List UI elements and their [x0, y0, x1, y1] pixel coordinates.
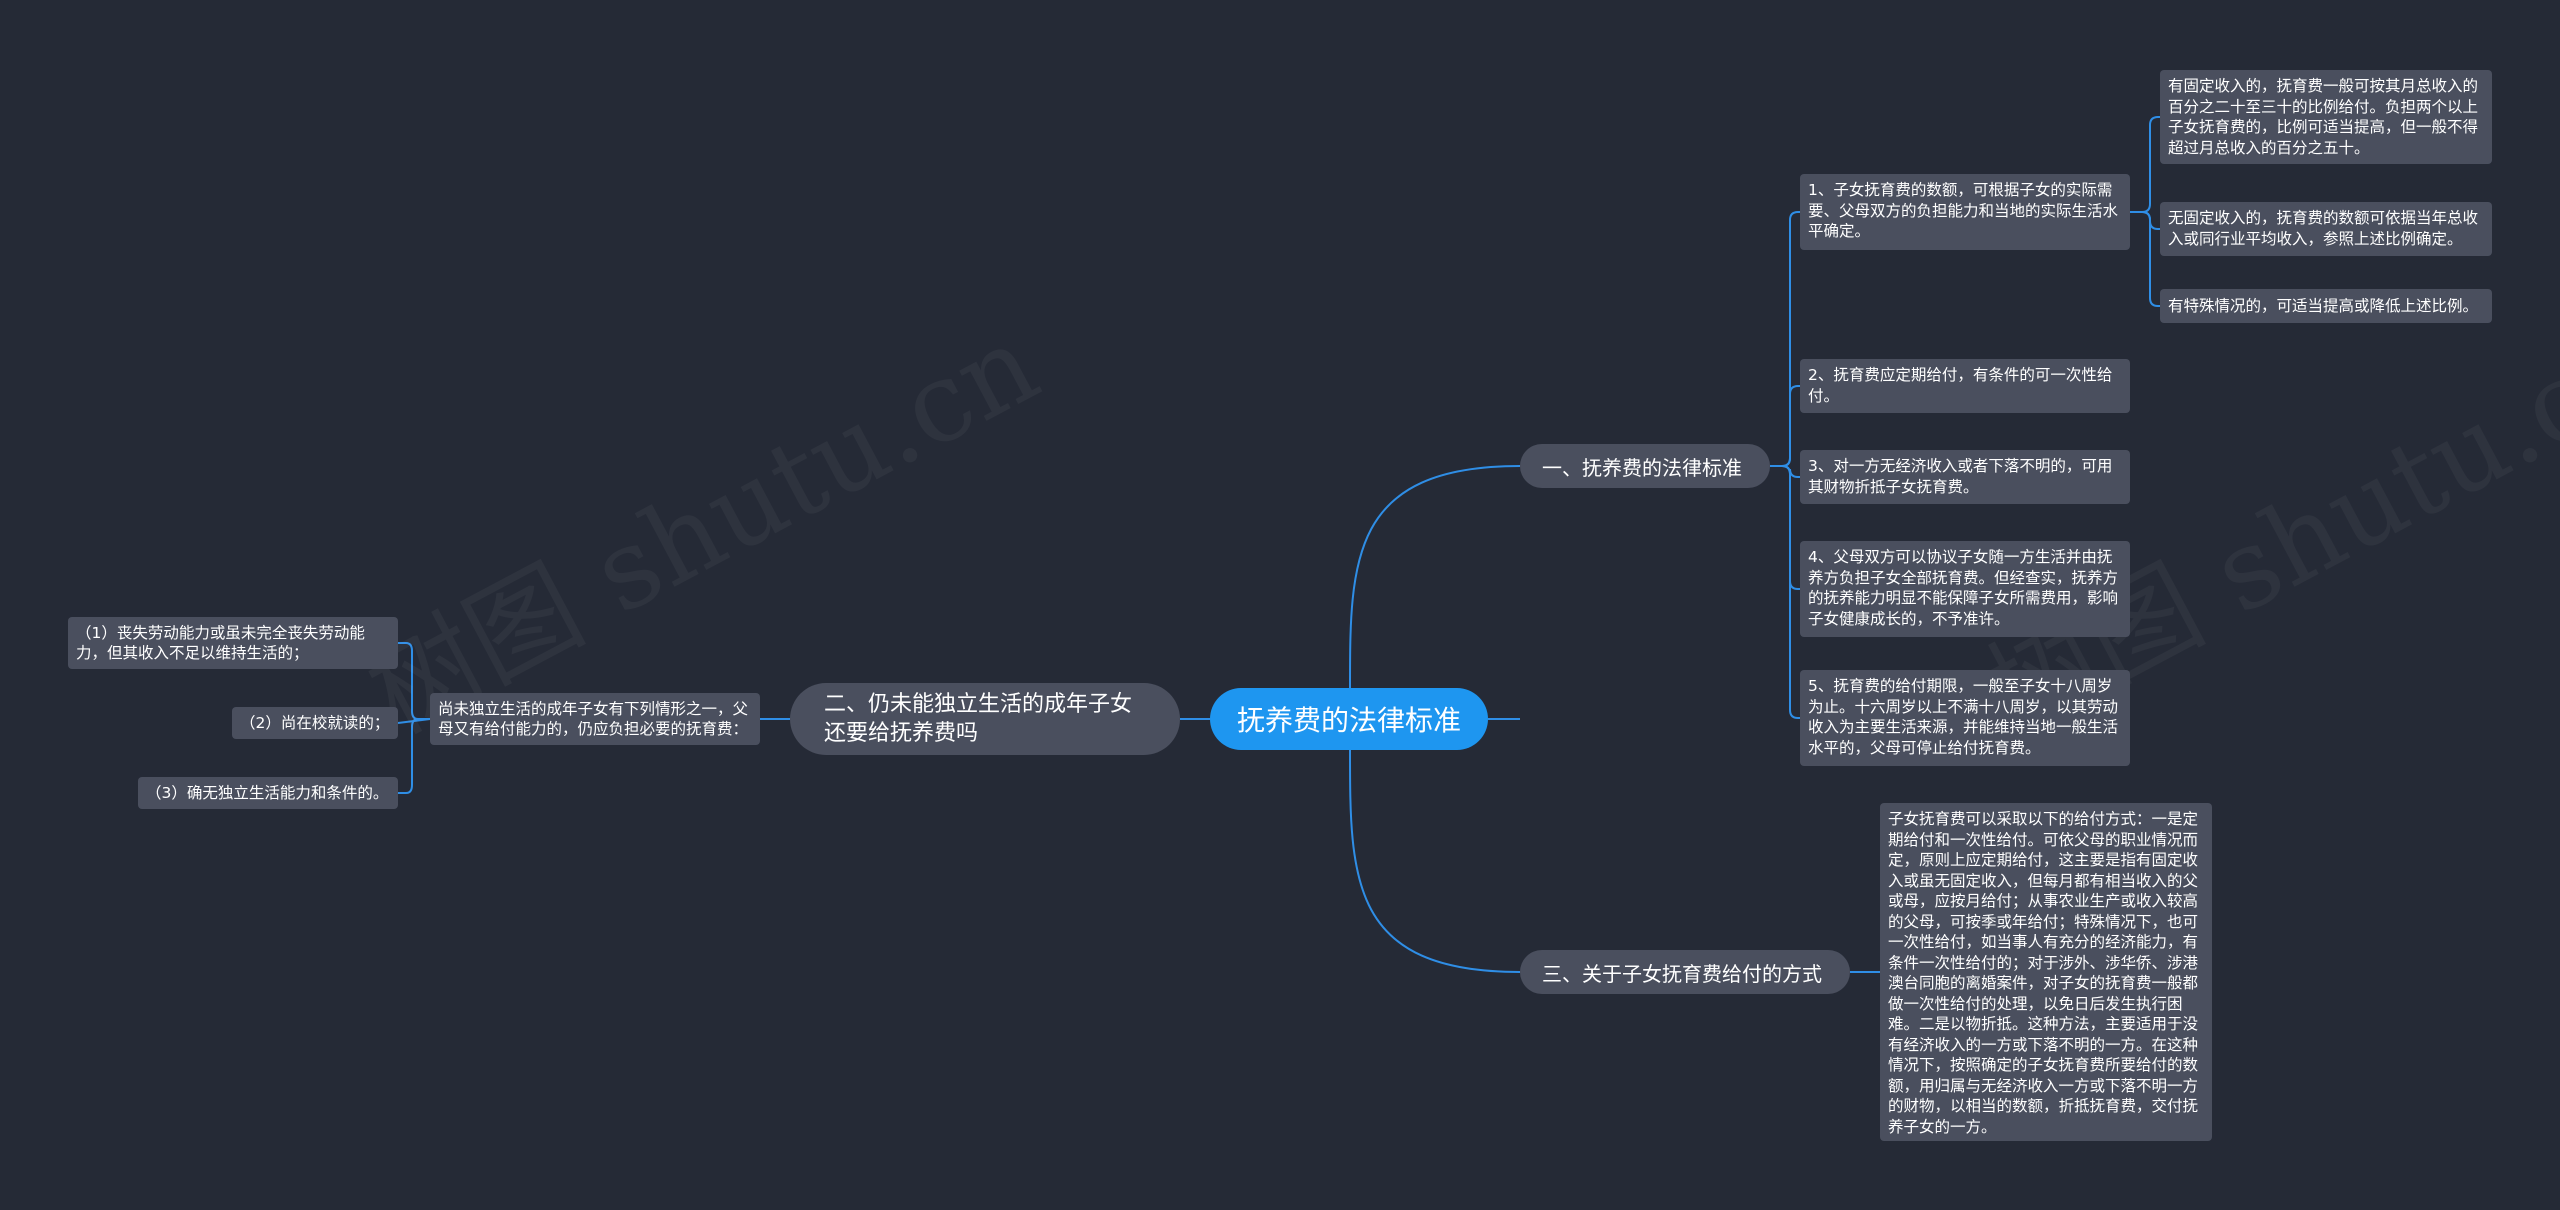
link-branch1-leaf-4 [1770, 465, 1800, 590]
condition-node-no-ability[interactable]: （3）确无独立生活能力和条件的。 [138, 777, 398, 809]
link-branch1-leaf-5 [1770, 465, 1800, 719]
leaf-node-parent-agreement[interactable]: 4、父母双方可以协议子女随一方生活并由抚养方负担子女全部抚育费。但经查实，抚养方… [1800, 541, 2130, 637]
detail-node-no-fixed-income[interactable]: 无固定收入的，抚育费的数额可依据当年总收入或同行业平均收入，参照上述比例确定。 [2160, 202, 2492, 256]
detail-node-fixed-income[interactable]: 有固定收入的，抚育费一般可按其月总收入的百分之二十至三十的比例给付。负担两个以上… [2160, 70, 2492, 164]
link-item1-detail-3 [2130, 211, 2160, 307]
link-branch1-leaf-3 [1770, 465, 1800, 478]
condition-node-incapacity[interactable]: （1）丧失劳动能力或虽未完全丧失劳动能力，但其收入不足以维持生活的； [68, 617, 398, 669]
branch-node-adult-children[interactable]: 二、仍未能独立生活的成年子女还要给抚养费吗 [790, 683, 1180, 755]
leaf-node-payment-period[interactable]: 5、抚育费的给付期限，一般至子女十八周岁为止。十六周岁以上不满十八周岁，以其劳动… [1800, 670, 2130, 766]
link-root-branch1 [1349, 465, 1521, 689]
link-item1-detail-1 [2130, 116, 2160, 213]
branch-node-legal-standard[interactable]: 一、抚养费的法律标准 [1520, 444, 1770, 488]
leaf-node-property-offset[interactable]: 3、对一方无经济收入或者下落不明的，可用其财物折抵子女抚育费。 [1800, 450, 2130, 504]
link-root-branch3 [1349, 749, 1521, 973]
summary-node-adult-conditions[interactable]: 尚未独立生活的成年子女有下列情形之一，父母又有给付能力的，仍应负担必要的抚育费： [430, 693, 760, 745]
branch-node-payment-method[interactable]: 三、关于子女抚育费给付的方式 [1520, 950, 1850, 994]
leaf-node-amount[interactable]: 1、子女抚育费的数额，可根据子女的实际需要、父母双方的负担能力和当地的实际生活水… [1800, 174, 2130, 250]
link-branch1-leaf-2 [1770, 385, 1800, 467]
link-branch1-leaf-1 [1770, 211, 1800, 467]
leaf-node-periodic-payment[interactable]: 2、抚育费应定期给付，有条件的可一次性给付。 [1800, 359, 2130, 413]
condition-node-in-school[interactable]: （2）尚在校就读的； [232, 707, 398, 739]
link-item1-detail-2 [2130, 211, 2160, 230]
link-summary-condition-3 [398, 718, 430, 794]
root-node[interactable]: 抚养费的法律标准 [1210, 688, 1488, 750]
detail-node-payment-method[interactable]: 子女抚育费可以采取以下的给付方式：一是定期给付和一次性给付。可依父母的职业情况而… [1880, 803, 2212, 1141]
detail-node-special-case[interactable]: 有特殊情况的，可适当提高或降低上述比例。 [2160, 289, 2492, 323]
link-summary-condition-1 [398, 642, 430, 720]
